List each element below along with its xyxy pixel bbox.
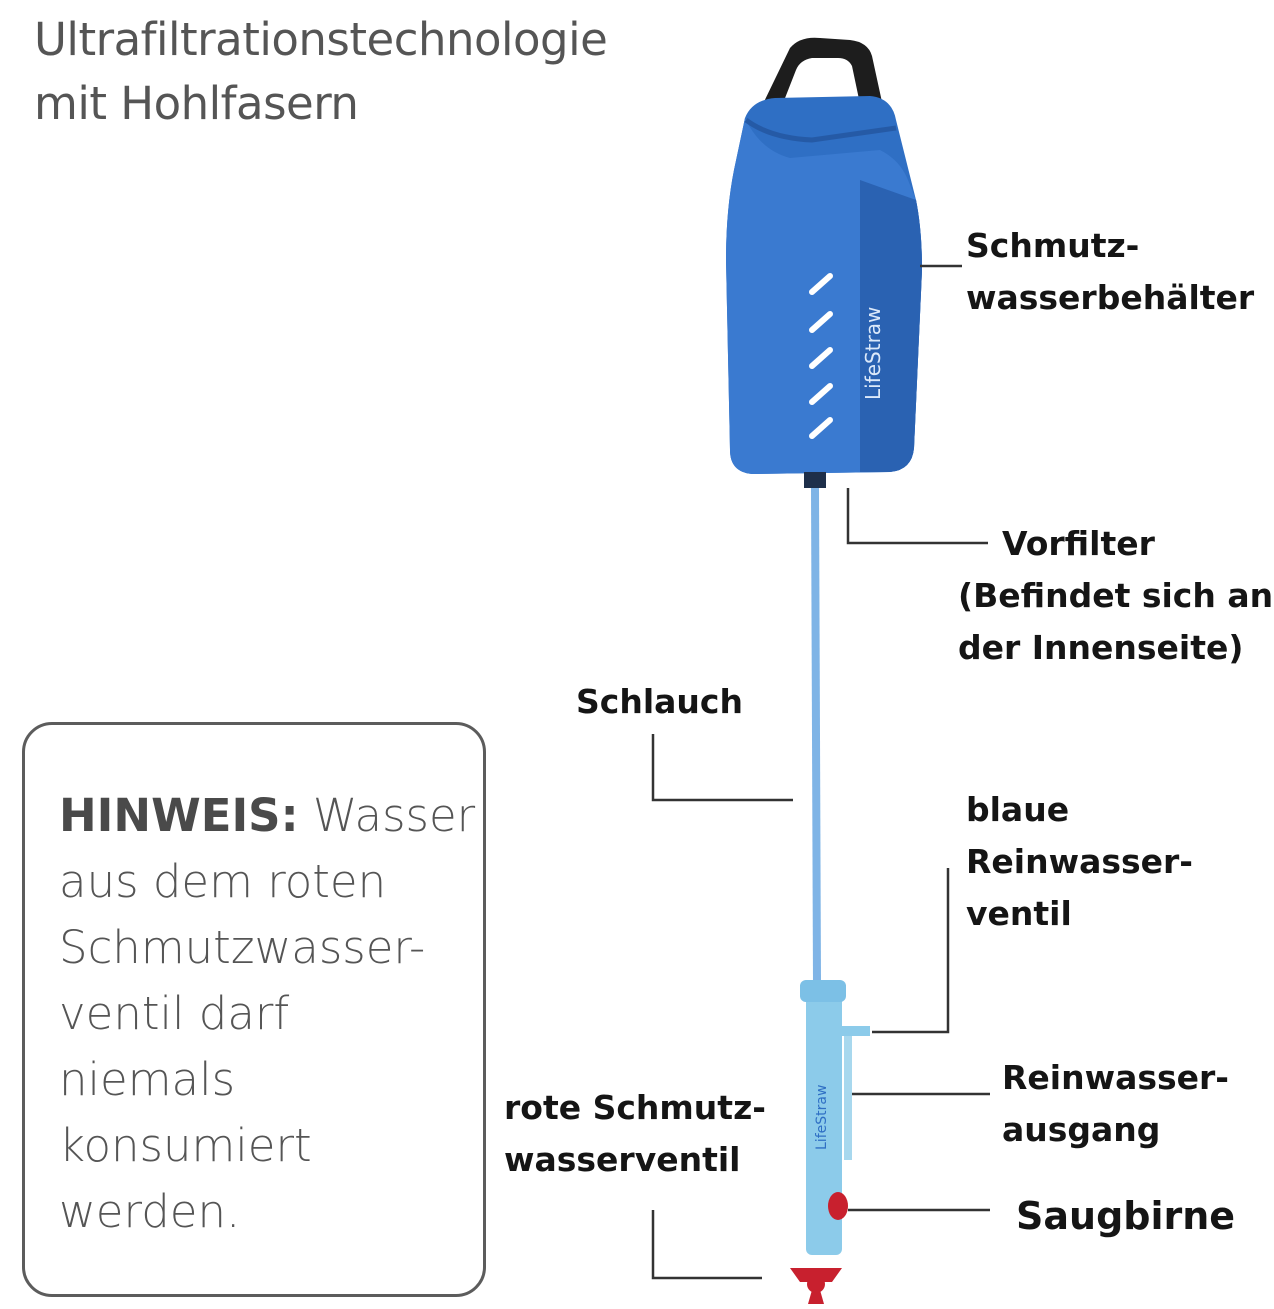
label-dirty-water-container: Schmutz- wasserbehälter <box>966 226 1255 317</box>
clean-outlet-tube <box>844 1036 852 1160</box>
filter-logo: LifeStraw <box>814 1085 830 1150</box>
label-hose: Schlauch <box>576 682 743 721</box>
bag-stripes <box>809 273 833 439</box>
title-line-1: Ultrafiltrationstechnologie <box>34 13 608 66</box>
note-line-4: ventil darf <box>59 987 290 1040</box>
title-line-2: mit Hohlfasern <box>34 77 359 130</box>
bag-top-fold <box>744 117 897 143</box>
note-line-3: Schmutzwasser- <box>59 921 426 974</box>
bag-outlet <box>804 472 826 488</box>
bag-logo: LifeStraw <box>861 307 885 400</box>
label-prefilter: Vorfilter (Befindet sich an der Innensei… <box>958 524 1274 667</box>
note-box: HINWEIS: Wasser aus dem roten Schmutzwas… <box>22 722 486 1297</box>
bag-handle <box>760 37 882 116</box>
note-line-5: niemals <box>59 1053 236 1106</box>
blue-valve <box>840 1026 870 1036</box>
note-line-2: aus dem roten <box>59 855 387 908</box>
filter-cap <box>800 980 846 1002</box>
note-line-1: HINWEIS: Wasser <box>59 783 479 849</box>
hose <box>811 487 821 986</box>
label-clean-outlet: Reinwasser- ausgang <box>1002 1058 1229 1149</box>
note-heading: HINWEIS: <box>59 789 299 842</box>
label-suction-bulb: Saugbirne <box>1016 1194 1236 1238</box>
note-line-7: werden. <box>59 1185 241 1238</box>
bag-side-shade <box>860 180 922 472</box>
note-line-1-text: Wasser <box>312 789 476 842</box>
page-title: Ultrafiltrationstechnologie mit Hohlfase… <box>34 8 734 136</box>
filter-cartridge <box>806 985 842 1255</box>
note-text: HINWEIS: Wasser aus dem roten Schmutzwas… <box>59 783 479 1245</box>
note-line-6: konsumiert <box>59 1119 312 1172</box>
leader-lines <box>651 264 990 1280</box>
label-blue-valve: blaue Reinwasser- ventil <box>966 790 1193 933</box>
label-red-valve: rote Schmutz- wasserventil <box>504 1088 766 1179</box>
suction-bulb <box>828 1192 848 1220</box>
